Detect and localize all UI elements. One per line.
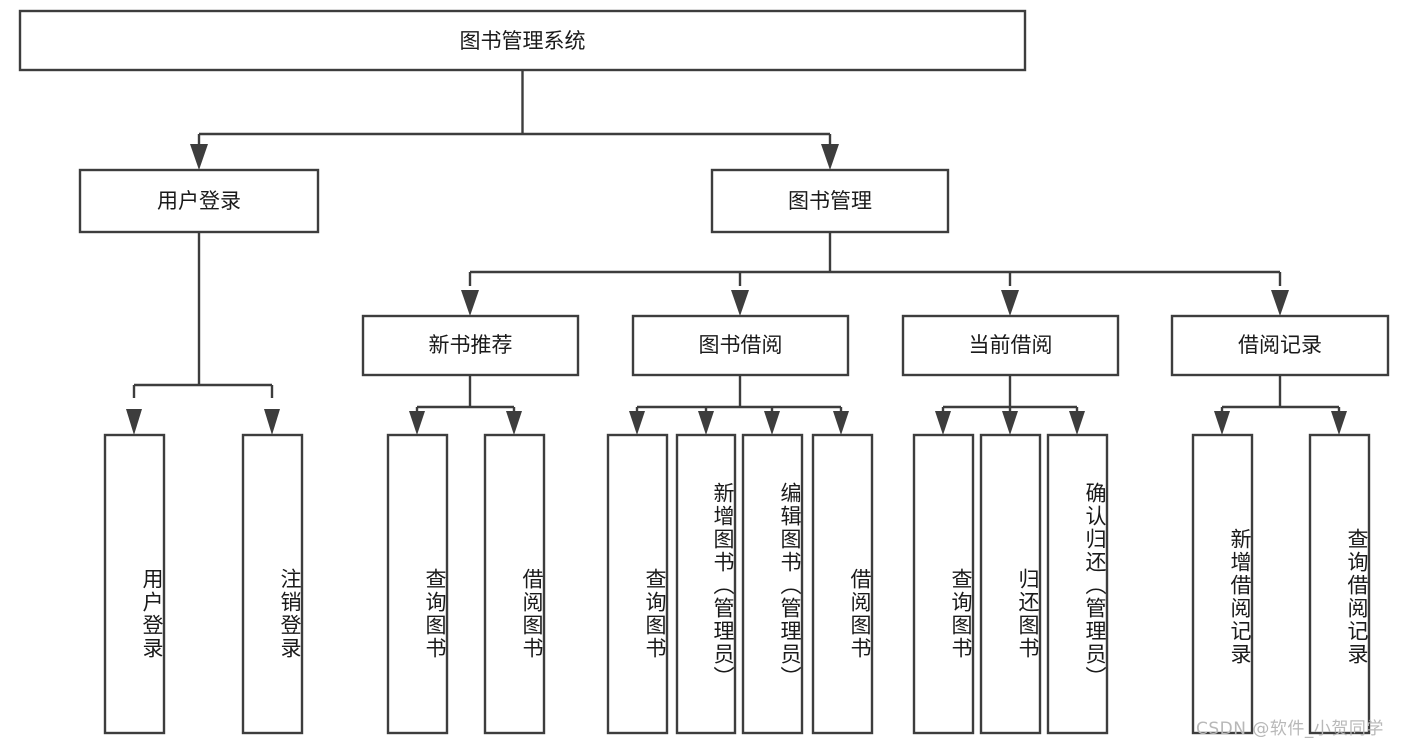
node-root-box[interactable] [18, 9, 1027, 72]
leaf-box-add-record[interactable] [1191, 433, 1254, 735]
node-current-borrow[interactable]: 当前借阅 [901, 314, 1120, 377]
leaf-box-query-book-2[interactable] [606, 433, 669, 735]
node-user-login-label: 用户登录 [157, 189, 241, 213]
leaf-box-query-book-1[interactable] [386, 433, 449, 735]
node-borrow-record-label: 借阅记录 [1238, 333, 1322, 357]
arrowhead-add-book [698, 411, 714, 435]
arrowhead-query-book-3 [935, 411, 951, 435]
leaf-box-add-book[interactable] [675, 433, 737, 735]
arrowhead-book-borrow [731, 290, 749, 316]
node-user-login[interactable]: 用户登录 [78, 168, 320, 234]
node-book-borrow[interactable]: 图书借阅 [631, 314, 850, 377]
leaf-box-query-book-3[interactable] [912, 433, 975, 735]
node-user-login-box[interactable] [78, 168, 320, 234]
node-book-management[interactable]: 图书管理 [710, 168, 950, 234]
leaf-box-borrow-book-1[interactable] [483, 433, 546, 735]
arrowhead-query-book-1 [409, 411, 425, 435]
node-borrow-record-box[interactable] [1170, 314, 1390, 377]
arrowhead-new-book [461, 290, 479, 316]
node-new-book-recommend[interactable]: 新书推荐 [361, 314, 580, 377]
arrowhead-book-management [821, 144, 839, 170]
csdn-watermark: CSDN @软件_小贺同学 [1196, 719, 1384, 739]
leaf-box-edit-book[interactable] [741, 433, 804, 735]
arrowhead-user-login [190, 144, 208, 170]
leaf-box-user-login[interactable] [103, 433, 166, 735]
arrowhead-query-book-2 [629, 411, 645, 435]
arrowhead-borrow-record [1271, 290, 1289, 316]
node-current-borrow-box[interactable] [901, 314, 1120, 377]
node-book-management-label: 图书管理 [788, 189, 872, 213]
leaf-box-query-record[interactable] [1308, 433, 1371, 735]
node-borrow-record[interactable]: 借阅记录 [1170, 314, 1390, 377]
node-book-management-box[interactable] [710, 168, 950, 234]
leaf-box-confirm-return[interactable] [1046, 433, 1109, 735]
node-book-borrow-label: 图书借阅 [699, 333, 783, 357]
leaf-box-borrow-book-2[interactable] [811, 433, 874, 735]
arrowhead-add-record [1214, 411, 1230, 435]
node-new-book-recommend-box[interactable] [361, 314, 580, 377]
arrowhead-borrow-book-1 [506, 411, 522, 435]
connectors [126, 70, 1347, 435]
arrowhead-leaf-user-login [126, 409, 142, 435]
node-new-book-recommend-label: 新书推荐 [429, 333, 513, 357]
node-root[interactable]: 图书管理系统 [18, 9, 1027, 72]
arrowhead-return-book [1002, 411, 1018, 435]
arrowhead-edit-book [764, 411, 780, 435]
node-root-label: 图书管理系统 [460, 29, 586, 53]
arrowhead-borrow-book-2 [833, 411, 849, 435]
leaf-box-logout-login[interactable] [241, 433, 304, 735]
leaf-box-return-book[interactable] [979, 433, 1042, 735]
arrowhead-leaf-logout [264, 409, 280, 435]
leaf-boxes [103, 433, 1371, 735]
arrowhead-current-borrow [1001, 290, 1019, 316]
arrowhead-confirm-return [1069, 411, 1085, 435]
node-current-borrow-label: 当前借阅 [969, 333, 1053, 357]
arrowhead-query-record [1331, 411, 1347, 435]
node-book-borrow-box[interactable] [631, 314, 850, 377]
